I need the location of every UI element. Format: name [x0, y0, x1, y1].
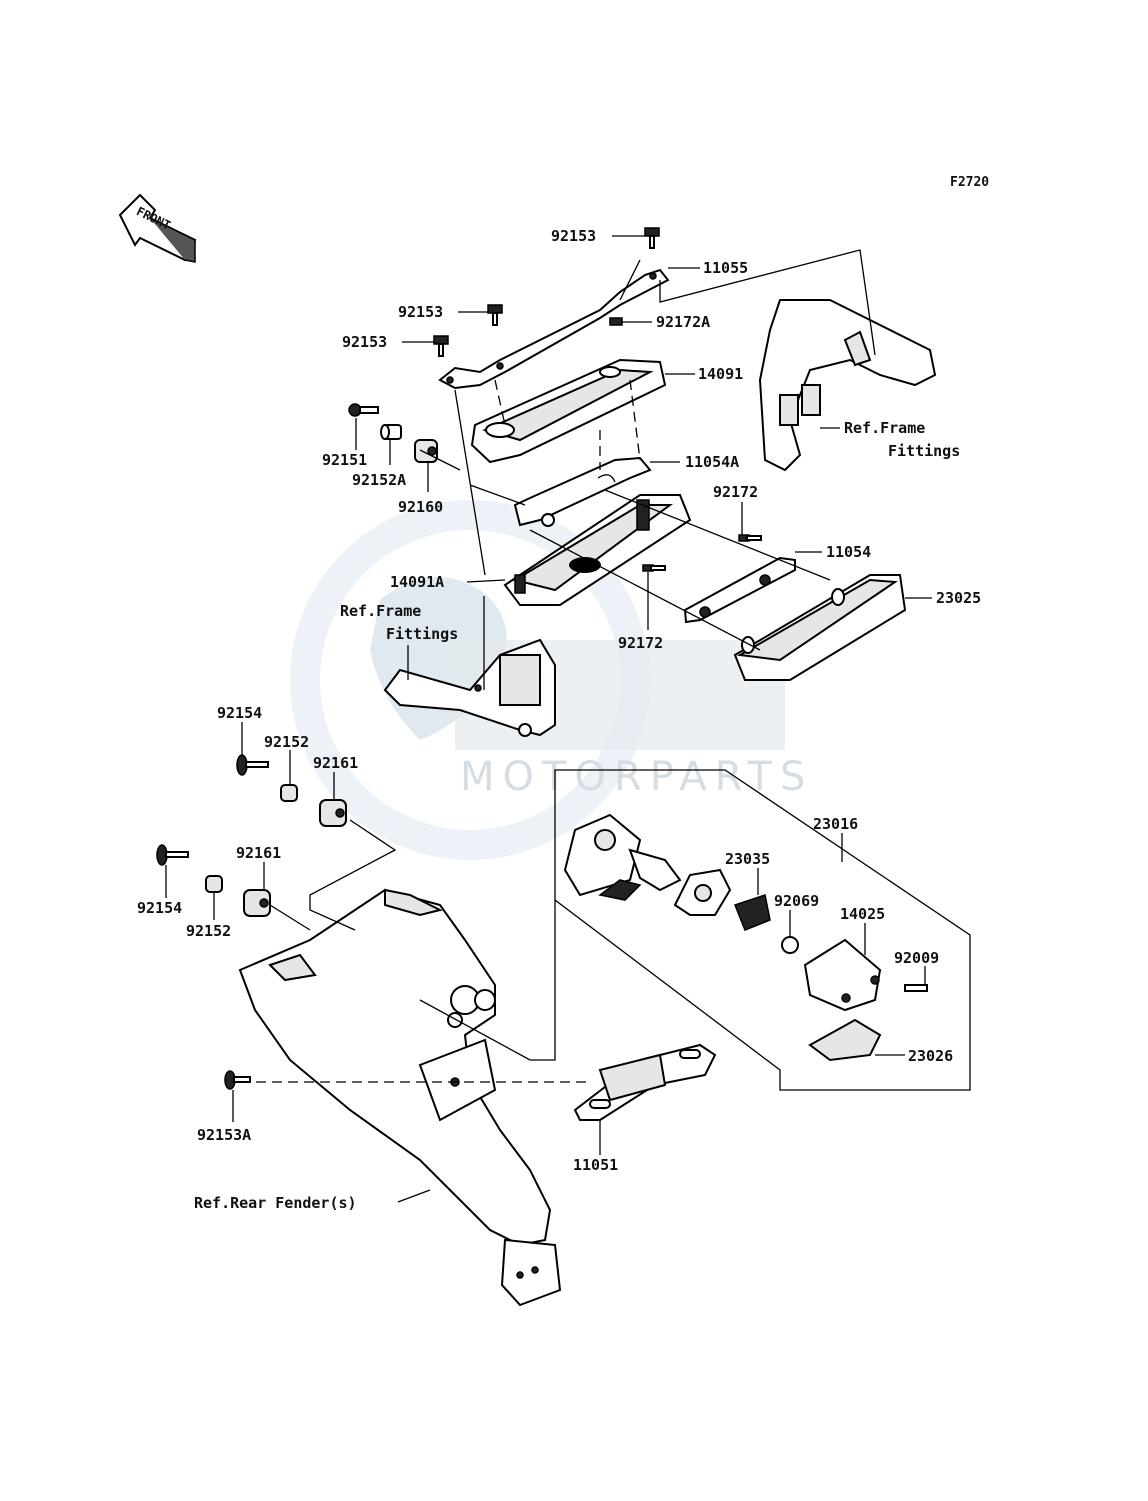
screw-92154-b [156, 844, 189, 866]
callout-23016: 23016 [813, 815, 858, 833]
screw-92153-top [644, 227, 660, 249]
screw-92154-a [236, 754, 269, 776]
callout-23025: 23025 [936, 589, 981, 607]
ref-frame-fittings-top-line2: Fittings [888, 442, 960, 460]
callout-92172A: 92172A [656, 313, 710, 331]
callout-92153-mid: 92153 [398, 303, 443, 321]
ref-rear-fender: Ref.Rear Fender(s) [194, 1194, 357, 1212]
ref-frame-fittings-left-line2: Fittings [386, 625, 458, 643]
bracket-11054 [683, 556, 796, 624]
rear-fender [238, 888, 562, 1307]
callout-14091: 14091 [698, 365, 743, 383]
callout-92153-left: 92153 [342, 333, 387, 351]
callout-92152-a: 92152 [264, 733, 309, 751]
bracket-11054A [513, 456, 652, 527]
taillight-23025 [733, 574, 907, 681]
front-arrow-icon: FRONT [118, 193, 197, 263]
reference-notes: Ref.Frame Fittings Ref.Frame Fittings Re… [194, 419, 960, 1212]
callout-23026: 23026 [908, 1047, 953, 1065]
callout-92161-b: 92161 [236, 844, 281, 862]
callout-92153A: 92153A [197, 1126, 251, 1144]
callout-92152-b: 92152 [186, 922, 231, 940]
callout-92152A: 92152A [352, 471, 406, 489]
callout-92160: 92160 [398, 498, 443, 516]
watermark-text: MOTORPARTS [460, 754, 813, 800]
grommet-92161-a [319, 799, 347, 827]
ref-frame-fittings-left-line1: Ref.Frame [340, 602, 421, 620]
callout-92151: 92151 [322, 451, 367, 469]
screw-92172A [609, 317, 623, 326]
callout-92069: 92069 [774, 892, 819, 910]
seat-cover-14091A [503, 494, 692, 606]
grab-rail-14091 [470, 358, 667, 464]
callout-92172-b: 92172 [618, 634, 663, 652]
callout-92009: 92009 [894, 949, 939, 967]
screw-92172-b [642, 564, 666, 572]
callout-92154-b: 92154 [137, 899, 182, 917]
collar-92152-a [280, 784, 298, 802]
frame-fitting-right [758, 299, 937, 472]
bolt-92151 [348, 403, 379, 417]
callout-92153-top: 92153 [551, 227, 596, 245]
callout-11054: 11054 [826, 543, 871, 561]
callout-14091A: 14091A [390, 573, 444, 591]
screw-92153-left [433, 335, 449, 357]
callout-92172-a: 92172 [713, 483, 758, 501]
grommet-92160 [414, 439, 438, 463]
callout-92154-a: 92154 [217, 704, 262, 722]
frame-fitting-left [383, 638, 556, 737]
callout-11055: 11055 [703, 259, 748, 277]
bracket-11055 [438, 268, 670, 390]
collar-92152A [380, 424, 402, 440]
screw-92153A [224, 1070, 251, 1090]
license-light-assembly [554, 769, 971, 1091]
callout-11054A: 11054A [685, 453, 739, 471]
license-bracket-11051 [573, 1043, 717, 1121]
callout-23035: 23035 [725, 850, 770, 868]
collar-92152-b [205, 875, 223, 893]
diagram-code: F2720 [950, 175, 989, 190]
assembly-lines [240, 249, 876, 1083]
callout-14025: 14025 [840, 905, 885, 923]
callout-11051: 11051 [573, 1156, 618, 1174]
screw-92172-a [738, 534, 762, 542]
grommet-92161-b [243, 889, 271, 917]
callout-labels: 92153 11055 92153 92172A 92153 14091 921… [137, 227, 981, 1174]
ref-frame-fittings-top-line1: Ref.Frame [844, 419, 925, 437]
callout-92161-a: 92161 [313, 754, 358, 772]
leader-lines [165, 235, 932, 1203]
screw-92153-mid [487, 304, 503, 326]
